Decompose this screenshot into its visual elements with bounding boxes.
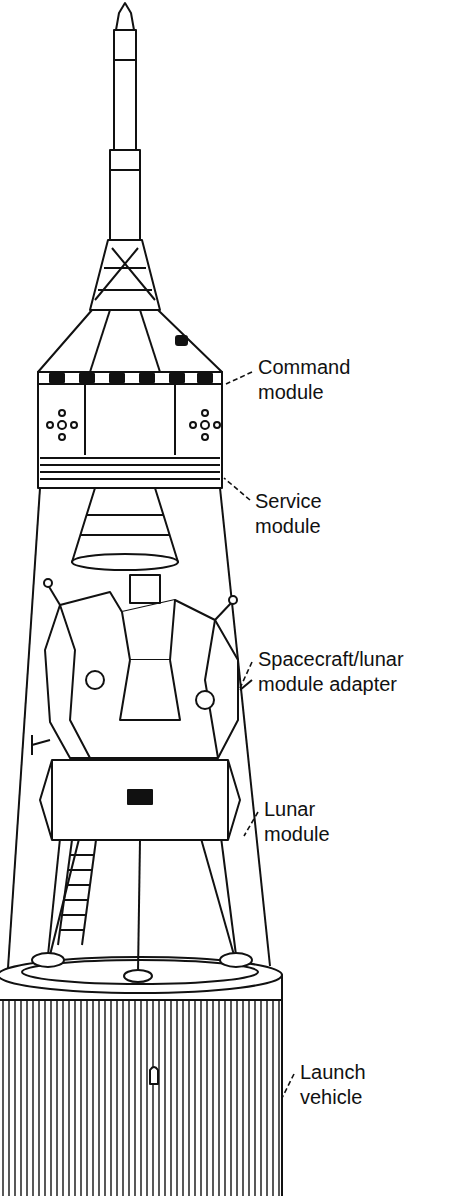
- drawing-stroke: [240, 662, 252, 688]
- drawing-stroke: [190, 422, 196, 428]
- drawing-stroke: [40, 457, 220, 459]
- drawing-stroke: [95, 248, 155, 300]
- drawing-stroke: [38, 310, 222, 372]
- drawing-stroke: [90, 240, 160, 310]
- drawing-stroke: [70, 854, 94, 856]
- drawing-stroke: [282, 1074, 294, 1098]
- drawing-stroke: [224, 478, 250, 500]
- drawing-stroke: [202, 434, 208, 440]
- drawing-stroke: [174, 384, 176, 455]
- drawing-stroke: [72, 554, 178, 570]
- drawing-stroke: [116, 3, 134, 30]
- drawing-stroke: [72, 488, 178, 562]
- drawing-stroke: [59, 410, 65, 416]
- drawing-stroke: [229, 596, 237, 604]
- drawing-stroke: [0, 999, 282, 1001]
- part-label: Spacecraft/lunar module adapter: [256, 647, 432, 697]
- drawing-stroke: [138, 840, 140, 972]
- drawing-stroke: [196, 691, 214, 709]
- drawing-stroke: [38, 372, 222, 384]
- drawing-stroke: [140, 374, 154, 382]
- drawing-stroke: [176, 336, 187, 345]
- drawing-stroke: [110, 169, 140, 171]
- drawing-stroke: [130, 575, 160, 603]
- drawing-stroke: [110, 374, 124, 382]
- drawing-stroke: [68, 869, 92, 871]
- part-label: Lunar module: [262, 797, 342, 847]
- drawing-stroke: [124, 970, 152, 982]
- drawing-stroke: [71, 422, 77, 428]
- drawing-stroke: [226, 372, 252, 384]
- part-label: Command module: [256, 355, 370, 405]
- drawing-stroke: [0, 975, 282, 1196]
- part-label: Service module: [253, 489, 343, 539]
- launch-vehicle: [0, 957, 282, 1196]
- drawing-stroke: [38, 384, 222, 488]
- drawing-stroke: [86, 514, 164, 516]
- drawing-stroke: [110, 150, 140, 240]
- drawing-stroke: [205, 620, 218, 758]
- drawing-stroke: [114, 59, 136, 61]
- drawing-stroke: [201, 421, 209, 429]
- rcs-quad: [190, 410, 220, 440]
- drawing-stroke: [214, 422, 220, 428]
- drawing-stroke: [202, 410, 208, 416]
- drawing-stroke: [170, 374, 184, 382]
- drawing-stroke: [120, 660, 180, 720]
- drawing-stroke: [84, 384, 86, 455]
- part-label: Launch vehicle: [298, 1060, 388, 1110]
- escape-tower: [90, 3, 160, 310]
- drawing-stroke: [227, 760, 229, 840]
- drawing-stroke: [32, 953, 64, 967]
- engine-bell: [72, 488, 178, 570]
- drawing-stroke: [198, 374, 212, 382]
- drawing-stroke: [50, 835, 80, 955]
- drawing-stroke: [0, 3, 282, 1196]
- drawing-stroke: [31, 735, 33, 755]
- drawing-stroke: [51, 760, 53, 840]
- drawing-stroke: [58, 421, 66, 429]
- command-module: [38, 310, 222, 384]
- drawing-stroke: [80, 534, 170, 536]
- drawing-stroke: [40, 471, 220, 473]
- drawing-stroke: [62, 914, 86, 916]
- drawing-stroke: [90, 310, 110, 372]
- drawing-stroke: [128, 790, 152, 804]
- drawing-stroke: [8, 488, 40, 968]
- drawing-stroke: [66, 884, 90, 886]
- service-module: [38, 384, 222, 488]
- drawing-stroke: [40, 464, 220, 466]
- drawing-stroke: [40, 478, 220, 480]
- drawing-stroke: [60, 929, 84, 931]
- drawing-stroke: [140, 310, 160, 372]
- drawing-stroke: [44, 579, 52, 587]
- drawing-stroke: [0, 1000, 280, 1196]
- drawing-stroke: [45, 592, 238, 758]
- drawing-stroke: [47, 422, 53, 428]
- drawing-stroke: [215, 602, 232, 620]
- drawing-stroke: [200, 835, 234, 955]
- drawing-stroke: [244, 812, 258, 836]
- drawing-stroke: [48, 585, 60, 605]
- drawing-stroke: [32, 740, 50, 745]
- drawing-stroke: [59, 434, 65, 440]
- leader-lines: [224, 372, 294, 1098]
- drawing-stroke: [50, 374, 64, 382]
- drawing-stroke: [40, 760, 240, 840]
- drawing-stroke: [220, 953, 252, 967]
- drawing-stroke: [150, 1067, 158, 1084]
- rcs-quad: [47, 410, 77, 440]
- drawing-stroke: [64, 899, 88, 901]
- drawing-stroke: [122, 600, 175, 660]
- drawing-stroke: [86, 671, 104, 689]
- lunar-module: [32, 575, 252, 982]
- drawing-stroke: [114, 30, 136, 150]
- drawing-stroke: [80, 374, 94, 382]
